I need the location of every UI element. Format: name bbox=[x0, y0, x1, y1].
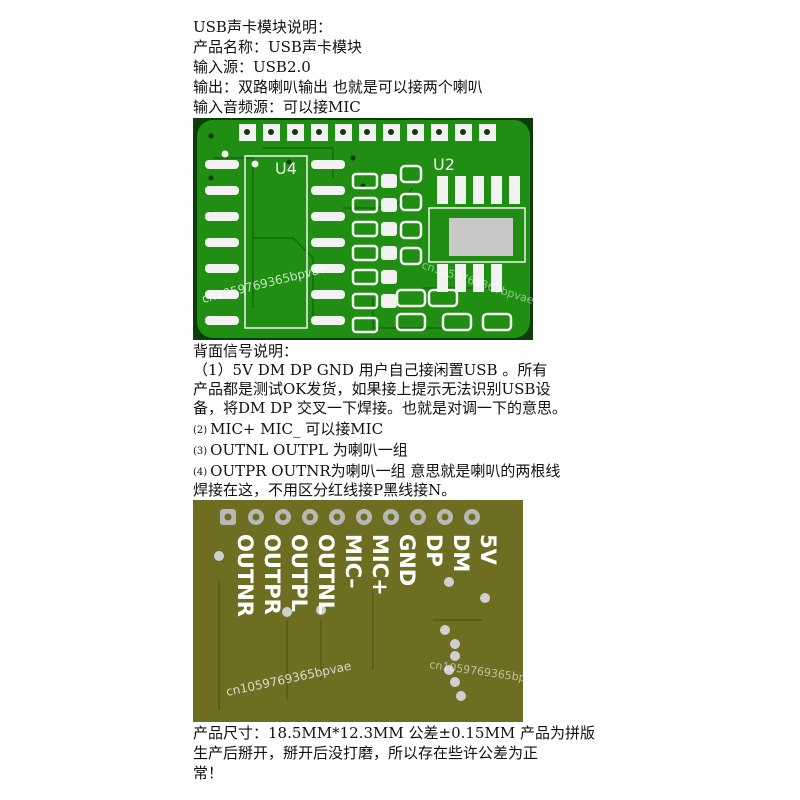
item4-line2: 焊接在这，不用区分红线接P黑线接N。 bbox=[193, 481, 457, 499]
passive-pads-col2 bbox=[381, 174, 397, 308]
u4-mark-dot bbox=[221, 150, 229, 158]
bottom-pads bbox=[395, 288, 513, 332]
front-pcb-image: U4 U2 cn1059769365bpvae cn1059769365bpva… bbox=[193, 118, 533, 340]
item4-line1: OUTPR OUTNR为喇叭一组 意思就是喇叭的两根线 bbox=[210, 462, 561, 480]
pin-label-outnl: OUTNL bbox=[314, 534, 338, 614]
u4-pin1-dot bbox=[251, 160, 259, 168]
intro-heading: USB声卡模块说明： bbox=[193, 18, 332, 36]
pin-labels: OUTNR OUTPR OUTPL OUTNL MIC– MIC+ GND DP… bbox=[233, 534, 500, 617]
back-pcb-image: OUTNR OUTPR OUTPL OUTNL MIC– MIC+ GND DP… bbox=[193, 500, 523, 722]
pin-label-mic-minus: MIC– bbox=[341, 534, 365, 589]
back-vias bbox=[214, 551, 490, 701]
footer-line1: 产品尺寸：18.5MM*12.3MM 公差±0.15MM 产品为拼版 bbox=[193, 724, 595, 742]
item1-line2: 产品都是测试OK发货，如果接上提示无法识别USB设 bbox=[193, 380, 551, 398]
u4-outline bbox=[244, 155, 308, 329]
passive-pads-col1 bbox=[351, 172, 379, 334]
input-source: 输入源：USB2.0 bbox=[193, 58, 311, 76]
u2-top-pins bbox=[437, 176, 520, 204]
back-heading: 背面信号说明： bbox=[193, 342, 299, 360]
u4-label: U4 bbox=[275, 159, 297, 178]
item2-text: MIC+ MIC_ 可以接MIC bbox=[210, 420, 384, 438]
item3-number: (3) bbox=[193, 446, 208, 457]
u4-left-pads bbox=[205, 160, 239, 325]
pin-label-5v: 5V bbox=[476, 534, 500, 566]
pin-label-outnr: OUTNR bbox=[233, 534, 257, 617]
item1-line3: 备，将DM DP 交叉一下焊接。也就是对调一下的意思。 bbox=[193, 399, 568, 417]
u2-thermal-pad bbox=[449, 218, 513, 256]
footer-line3: 常！ bbox=[193, 764, 224, 782]
item4: (4)OUTPR OUTNR为喇叭一组 意思就是喇叭的两根线 bbox=[193, 462, 560, 482]
u2-bottom-pins bbox=[437, 264, 502, 292]
top-header-pads bbox=[239, 124, 496, 141]
item3: (3)OUTNL OUTPL 为喇叭一组 bbox=[193, 441, 408, 461]
output-desc: 输出：双路喇叭输出 也就是可以接两个喇叭 bbox=[193, 78, 483, 96]
item4-number: (4) bbox=[193, 467, 208, 478]
back-board bbox=[193, 500, 523, 722]
audio-input-desc: 输入音频源：可以接MIC bbox=[193, 98, 361, 116]
pin-label-dp: DP bbox=[422, 534, 446, 567]
u2-outline bbox=[428, 207, 526, 263]
pin-label-dm: DM bbox=[449, 534, 473, 572]
item2-number: (2) bbox=[193, 425, 208, 436]
pin-label-gnd: GND bbox=[395, 534, 419, 586]
item1-line1: （1）5V DM DP GND 用户自己接闲置USB 。所有 bbox=[193, 361, 548, 379]
pin-label-outpl: OUTPL bbox=[287, 534, 311, 612]
product-name: 产品名称：USB声卡模块 bbox=[193, 38, 362, 56]
footer-line2: 生产后掰开，掰开后没打磨，所以存在些许公差为正 bbox=[193, 744, 539, 762]
item2: (2)MIC+ MIC_ 可以接MIC bbox=[193, 420, 383, 440]
pin-label-outpr: OUTPR bbox=[260, 534, 284, 615]
u2-label: U2 bbox=[433, 155, 455, 174]
pin-label-mic-plus: MIC+ bbox=[368, 534, 392, 596]
item3-text: OUTNL OUTPL 为喇叭一组 bbox=[210, 441, 408, 459]
passive-pads-col3 bbox=[399, 164, 423, 266]
u4-right-pads bbox=[311, 160, 345, 325]
